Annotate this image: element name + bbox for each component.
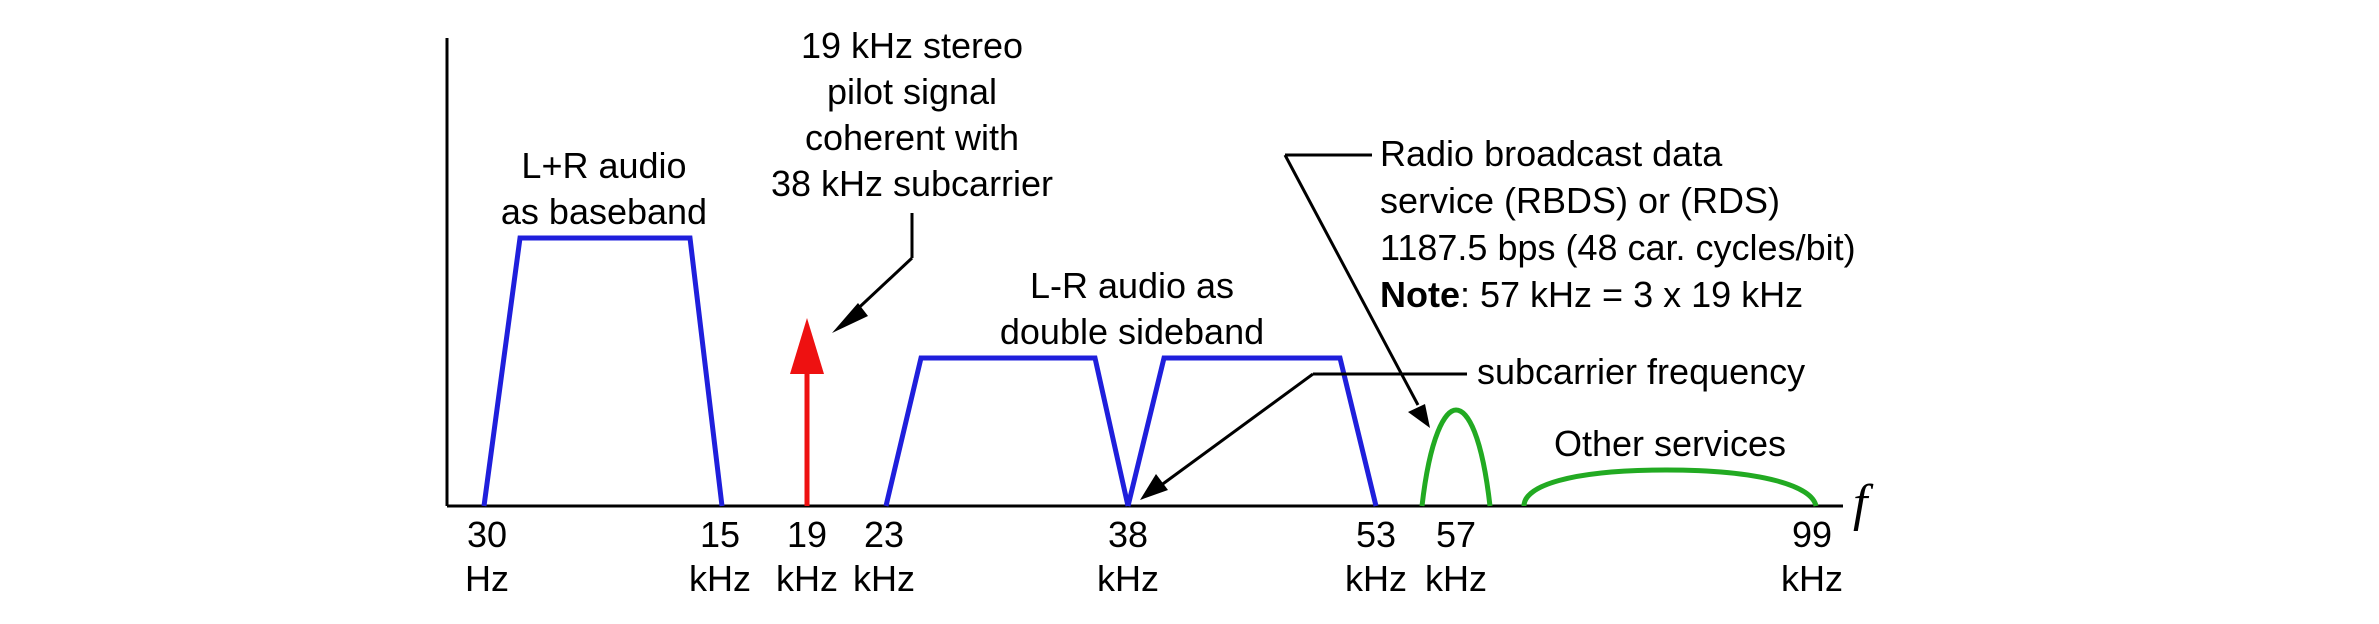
lpr-label-line-1: L+R audio <box>521 145 686 186</box>
note-text: Note: 57 kHz = 3 x 19 kHz <box>1380 274 1803 315</box>
axis-tick-labels: 30 Hz 15 kHz 19 kHz 23 kHz 38 kHz 53 kHz… <box>465 514 1843 599</box>
rds-label-line-1: Radio broadcast data <box>1380 133 1723 174</box>
tick-value-15: 15 <box>700 514 740 555</box>
tick-unit-30: Hz <box>465 558 509 599</box>
tick-value-38: 38 <box>1108 514 1148 555</box>
note-bold: Note <box>1380 274 1460 315</box>
axis-variable-label: f <box>1853 475 1874 532</box>
pilot-label-line-3: coherent with <box>805 117 1019 158</box>
rds-pointer-arrow <box>1283 153 1430 428</box>
lpr-baseband-band <box>481 235 725 507</box>
rds-signal-hump <box>1419 407 1493 507</box>
other-services-label: Other services <box>1554 423 1786 464</box>
tick-unit-23: kHz <box>853 558 915 599</box>
tick-unit-99: kHz <box>1781 558 1843 599</box>
tick-unit-19: kHz <box>776 558 838 599</box>
tick-value-23: 23 <box>864 514 904 555</box>
tick-value-99: 99 <box>1792 514 1832 555</box>
pilot-signal-arrow <box>790 318 824 506</box>
tick-unit-53: kHz <box>1345 558 1407 599</box>
lmr-lower-sideband <box>883 355 1131 507</box>
lmr-upper-sideband <box>1125 355 1379 507</box>
tick-unit-38: kHz <box>1097 558 1159 599</box>
other-services-arc <box>1521 467 1819 507</box>
rds-label-line-3: 1187.5 bps (48 car. cycles/bit) <box>1380 227 1856 268</box>
rds-label-line-2: service (RBDS) or (RDS) <box>1380 180 1780 221</box>
note-rest: : 57 kHz = 3 x 19 kHz <box>1460 274 1803 315</box>
subcarrier-pointer-arrow <box>1140 372 1467 500</box>
tick-unit-15: kHz <box>689 558 751 599</box>
tick-unit-57: kHz <box>1425 558 1487 599</box>
pilot-label-line-4: 38 kHz subcarrier <box>771 163 1053 204</box>
pilot-label-line-2: pilot signal <box>827 71 997 112</box>
lmr-label-line-1: L-R audio as <box>1030 265 1234 306</box>
subcarrier-label: subcarrier frequency <box>1477 351 1805 392</box>
lmr-label-line-2: double sideband <box>1000 311 1264 352</box>
lpr-label-line-2: as baseband <box>501 191 707 232</box>
pilot-pointer-arrow <box>832 213 914 333</box>
tick-value-30: 30 <box>467 514 507 555</box>
tick-value-19: 19 <box>787 514 827 555</box>
tick-value-53: 53 <box>1356 514 1396 555</box>
pilot-label-line-1: 19 kHz stereo <box>801 25 1023 66</box>
tick-value-57: 57 <box>1436 514 1476 555</box>
